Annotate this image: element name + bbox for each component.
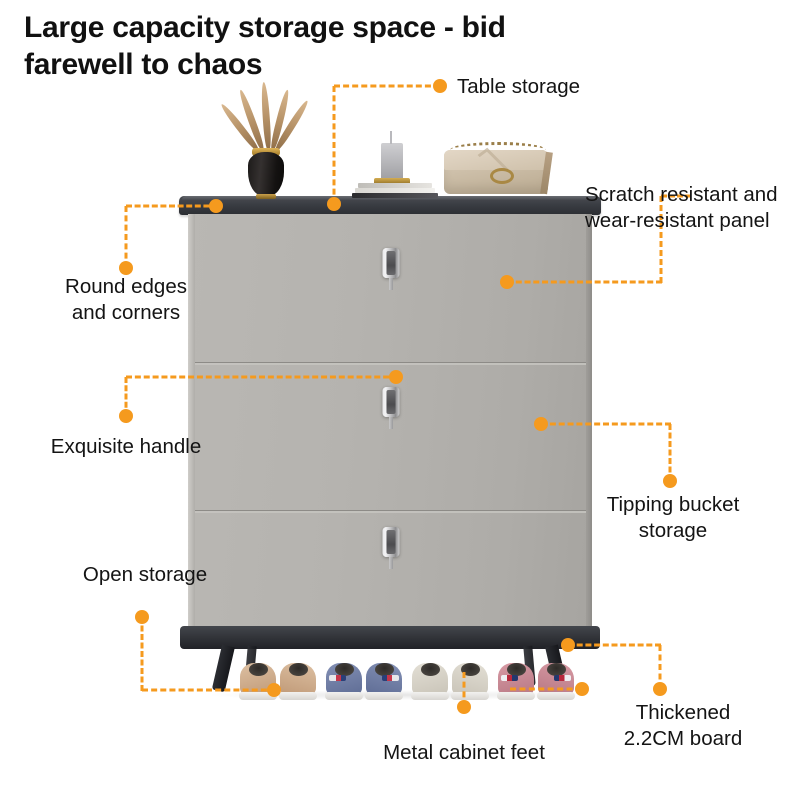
decor-clock: [381, 131, 403, 183]
drawer-top[interactable]: [195, 214, 586, 362]
handle-middle[interactable]: [382, 387, 399, 417]
leader-dot-round-edges-end: [119, 261, 133, 275]
leader-tipping-horizontal: [541, 422, 671, 426]
leader-dot-table-storage-anchor: [327, 197, 341, 211]
shoe: [497, 660, 535, 700]
page-title: Large capacity storage space - bid farew…: [24, 11, 506, 81]
shoe: [537, 660, 575, 700]
leader-dot-thickened-end: [653, 682, 667, 696]
leader-dot-thickened-anchor-bottom: [575, 682, 589, 696]
leader-table-storage-vertical: [332, 86, 336, 204]
handbag-chain: [450, 142, 546, 158]
decor-clock-base: [374, 178, 410, 185]
leader-dot-open-storage-anchor: [267, 683, 281, 697]
leader-thickened-horizontal-top: [568, 643, 661, 647]
decor-book: [352, 193, 438, 198]
decor-vase-foot: [256, 194, 276, 199]
handle-stem-top: [388, 278, 393, 290]
leader-exquisite-handle-horizontal: [126, 375, 398, 379]
decor-book: [355, 188, 435, 193]
leader-metal-feet-vertical: [462, 672, 466, 707]
drawer-seam-bottom: [195, 511, 586, 513]
drawer-bottom[interactable]: [195, 510, 586, 634]
decor-handbag: [444, 142, 553, 195]
leader-dot-tipping-end: [663, 474, 677, 488]
callout-label-open-storage: Open storage: [82, 563, 208, 586]
leader-scratch-horizontal: [507, 280, 662, 284]
leader-open-storage-horizontal: [142, 688, 276, 692]
leader-thickened-horizontal-bottom: [510, 687, 582, 691]
cabinet-body: [188, 214, 592, 634]
handle-bottom[interactable]: [382, 527, 399, 557]
shoe: [411, 660, 449, 700]
leader-scratch-vertical: [659, 196, 663, 283]
cabinet-leg-left: [211, 644, 235, 693]
callout-label-scratch-panel: Scratch resistant and wear-resistant pan…: [585, 183, 778, 233]
cabinet-plinth: [180, 626, 600, 649]
product-cabinet: [179, 196, 601, 693]
callout-label-metal-feet: Metal cabinet feet: [383, 741, 545, 764]
leader-round-edges-vertical: [124, 206, 128, 268]
leader-round-edges-horizontal: [126, 204, 218, 208]
leader-scratch-horizontal-top: [661, 194, 691, 198]
callout-label-exquisite-handle: Exquisite handle: [50, 435, 202, 458]
shoe-row: [239, 648, 575, 700]
handbag-flap: [444, 150, 548, 170]
leader-dot-exquisite-handle-end: [119, 409, 133, 423]
handle-stem-middle: [388, 417, 393, 429]
callout-label-thickened-board: Thickened 2.2CM board: [623, 701, 743, 751]
leader-exquisite-handle-vertical: [124, 377, 128, 416]
callout-label-round-edges: Round edges and corners: [65, 275, 187, 325]
handle-stem-bottom: [388, 557, 393, 569]
leader-open-storage-vertical: [140, 617, 144, 691]
cabinet-top-panel: [179, 196, 601, 215]
leader-table-storage-horizontal: [334, 84, 440, 88]
decor-book: [358, 183, 432, 188]
leader-dot-table-storage-end: [433, 79, 447, 93]
drawer-seam-middle: [195, 363, 586, 365]
decor-vase-body: [248, 152, 284, 196]
decor-vase: [219, 81, 311, 199]
decor-books: [352, 182, 438, 198]
leader-dot-metal-feet-end: [457, 700, 471, 714]
leader-tipping-vertical: [668, 424, 672, 481]
shoe: [451, 660, 489, 700]
shoe: [325, 660, 363, 700]
callout-label-table-storage: Table storage: [457, 75, 581, 98]
callout-label-tipping-bucket: Tipping bucket storage: [606, 493, 740, 543]
handle-top[interactable]: [382, 248, 399, 278]
shoe: [279, 660, 317, 700]
leader-thickened-vertical: [658, 645, 662, 689]
drawer-middle[interactable]: [195, 362, 586, 510]
shoe: [365, 660, 403, 700]
handbag-logo: [490, 168, 514, 184]
